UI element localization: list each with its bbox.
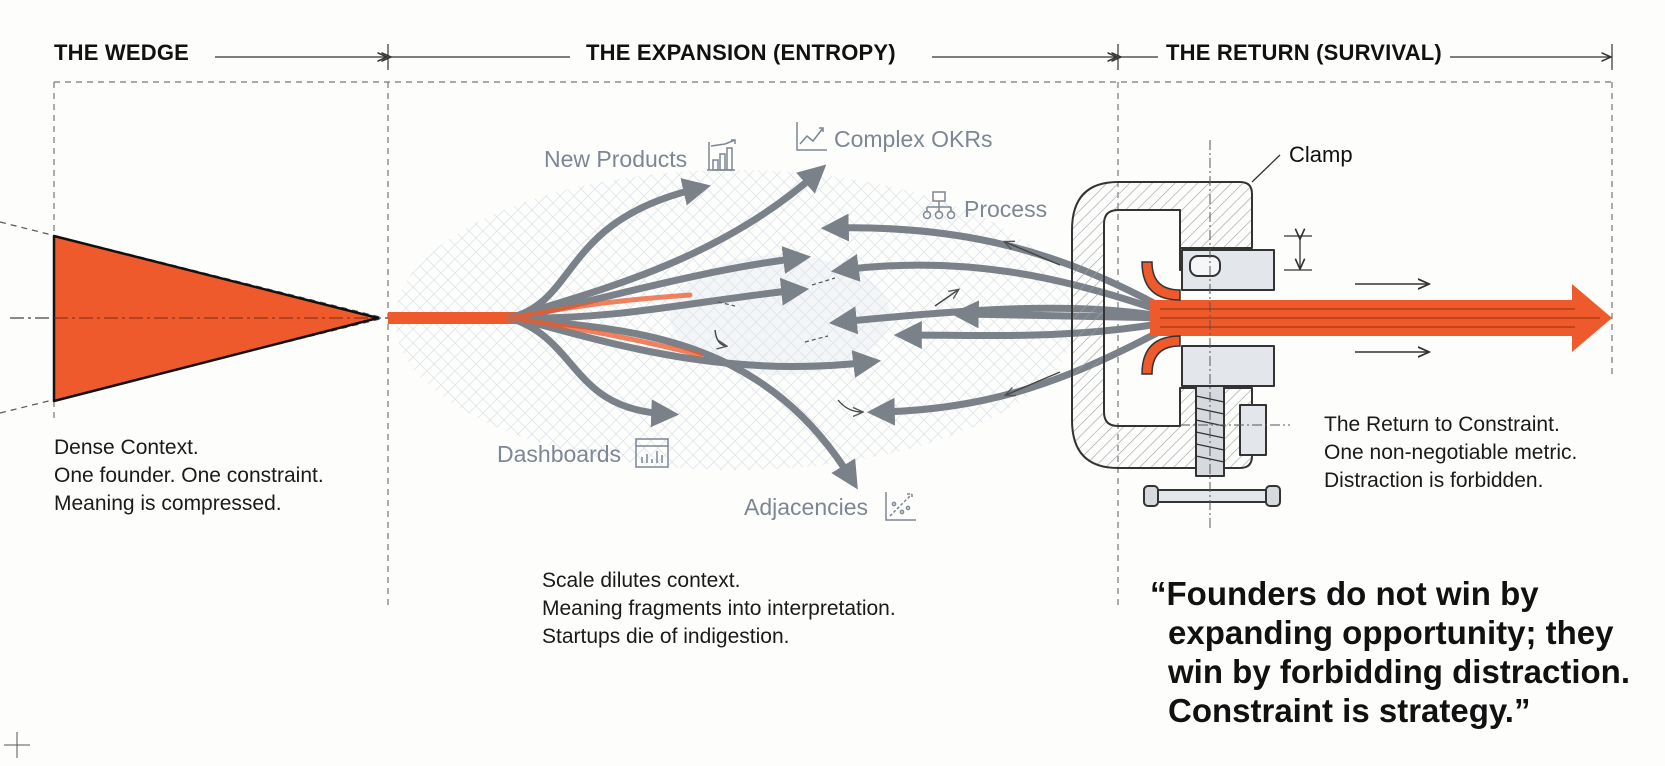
header-dimension-lines	[215, 44, 1613, 70]
clamp-centerlines	[1180, 140, 1290, 530]
wedge-caption: Dense Context. One founder. One constrai…	[54, 434, 324, 518]
bar-chart-icon	[707, 139, 736, 171]
registration-marks	[4, 732, 30, 758]
label-clamp: Clamp	[1289, 142, 1353, 167]
clamp-jaws	[1141, 261, 1181, 375]
label-process: Process	[964, 196, 1048, 222]
line-chart-icon	[796, 122, 827, 151]
strategy-quote: “Founders do not win by expanding opport…	[1150, 574, 1630, 730]
return-caption: The Return to Constraint. One non-negoti…	[1324, 411, 1577, 495]
entropy-haze	[395, 170, 1075, 470]
return-caption-line: The Return to Constraint.	[1324, 413, 1560, 436]
section-header-return: THE RETURN (SURVIVAL)	[1160, 40, 1448, 66]
return-caption-line: Distraction is forbidden.	[1324, 469, 1544, 492]
clamp-leader-line	[1251, 154, 1281, 183]
wedge-shape	[0, 221, 381, 414]
wedge-caption-line: Meaning is compressed.	[54, 492, 282, 515]
label-adjacencies: Adjacencies	[744, 494, 869, 520]
expansion-caption: Scale dilutes context. Meaning fragments…	[542, 567, 896, 651]
label-new-products: New Products	[544, 146, 688, 172]
label-dashboards: Dashboards	[497, 441, 622, 467]
quote-line: Constraint is strategy.”	[1168, 692, 1531, 729]
scatter-chart-icon	[885, 492, 916, 521]
quote-line: “Founders do not win by	[1150, 575, 1539, 612]
clamp-dimension	[1284, 236, 1312, 271]
strand-highlights	[507, 292, 703, 358]
flow-arrows	[1355, 284, 1428, 352]
motion-arrows	[714, 242, 1061, 412]
wedge-caption-line: Dense Context.	[54, 436, 199, 459]
label-complex-okrs: Complex OKRs	[834, 126, 993, 152]
dashboard-icon	[635, 438, 669, 468]
quote-line: expanding opportunity; they	[1168, 614, 1614, 651]
scribble-marks	[717, 277, 836, 343]
return-caption-line: One non-negotiable metric.	[1324, 441, 1578, 464]
flowchart-icon	[922, 191, 956, 220]
wedge-stem	[388, 312, 518, 324]
expansion-caption-line: Startups die of indigestion.	[542, 625, 790, 648]
expansion-caption-line: Meaning fragments into interpretation.	[542, 597, 896, 620]
section-header-wedge: THE WEDGE	[48, 40, 196, 66]
expansion-caption-line: Scale dilutes context.	[542, 569, 741, 592]
wedge-caption-line: One founder. One constraint.	[54, 464, 324, 487]
section-header-expansion: THE EXPANSION (ENTROPY)	[580, 40, 902, 66]
quote-line: win by forbidding distraction.	[1168, 653, 1630, 690]
